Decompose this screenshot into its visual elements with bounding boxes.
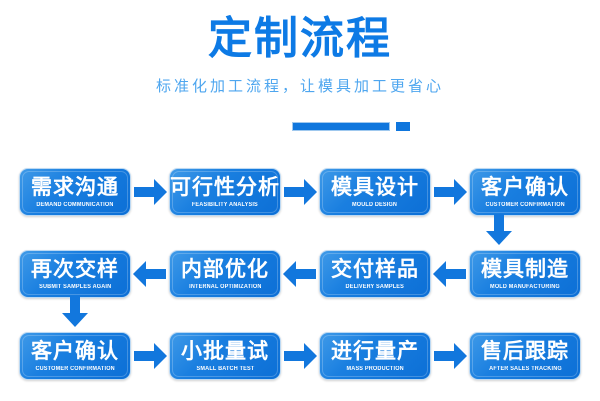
flow-node-after-sales-tracking[interactable]: 售后跟踪 AFTER SALES TRACKING — [469, 332, 581, 380]
flow-node-mold-manufacturing[interactable]: 模具制造 MOLD MANUFACTURING — [469, 250, 581, 298]
flow-node-label-cn: 客户确认 — [481, 174, 569, 199]
page-title: 定制流程 — [208, 13, 392, 64]
flow-node-small-batch-test[interactable]: 小批量试 SMALL BATCH TEST — [169, 332, 281, 380]
flow-row-2: 再次交样 SUBMIT SAMPLES AGAIN 内部优化 INTERNAL … — [0, 248, 600, 300]
flow-node-label-cn: 可行性分析 — [170, 174, 280, 199]
arrow-down-icon — [486, 214, 512, 246]
flow-node-delivery-samples[interactable]: 交付样品 DELIVERY SAMPLES — [319, 250, 431, 298]
arrow-left-icon — [281, 261, 319, 287]
arrow-right-icon — [131, 179, 169, 205]
arrow-right-icon — [281, 179, 319, 205]
arrow-right-icon — [281, 343, 319, 369]
flow-node-label-en: FEASIBILITY ANALYSIS — [191, 201, 259, 208]
flow-node-label-en: MOLD MANUFACTURING — [490, 283, 560, 290]
arrow-left-icon — [131, 261, 169, 287]
flow-node-label-en: CUSTOMER CONFIRMATION — [485, 201, 565, 208]
flow-node-label-en: SMALL BATCH TEST — [196, 365, 254, 372]
flow-node-label-cn: 模具设计 — [331, 174, 419, 199]
flow-node-internal-optimization[interactable]: 内部优化 INTERNAL OPTIMIZATION — [169, 250, 281, 298]
flow-node-feasibility-analysis[interactable]: 可行性分析 FEASIBILITY ANALYSIS — [169, 168, 281, 216]
arrow-down-icon — [62, 296, 88, 328]
flow-node-submit-samples-again[interactable]: 再次交样 SUBMIT SAMPLES AGAIN — [19, 250, 131, 298]
flow-node-label-cn: 再次交样 — [31, 256, 119, 281]
flow-node-label-cn: 进行量产 — [331, 338, 419, 363]
divider-bar — [292, 122, 390, 131]
flow-node-label-en: MOULD DESIGN — [352, 201, 398, 208]
header: 定制流程 标准化加工流程，让模具加工更省心 — [0, 0, 600, 96]
flow-node-demand-communication[interactable]: 需求沟通 DEMAND COMMUNICATION — [19, 168, 131, 216]
arrow-left-icon — [431, 261, 469, 287]
flow-node-label-en: SUBMIT SAMPLES AGAIN — [38, 283, 112, 290]
flow-node-label-en: AFTER SALES TRACKING — [488, 365, 562, 372]
flow-node-label-cn: 小批量试 — [181, 338, 269, 363]
arrow-right-icon — [431, 179, 469, 205]
flow-node-label-en: DELIVERY SAMPLES — [345, 283, 405, 290]
flow-node-label-en: INTERNAL OPTIMIZATION — [188, 283, 262, 290]
flow-node-label-cn: 内部优化 — [181, 256, 269, 281]
flow-row-3: 客户确认 CUSTOMER CONFIRMATION 小批量试 SMALL BA… — [0, 330, 600, 382]
flow-node-label-cn: 模具制造 — [481, 256, 569, 281]
flow-node-label-cn: 需求沟通 — [31, 174, 119, 199]
flow-node-customer-confirmation-1[interactable]: 客户确认 CUSTOMER CONFIRMATION — [469, 168, 581, 216]
divider-square — [396, 122, 410, 131]
flow-node-label-en: CUSTOMER CONFIRMATION — [35, 365, 115, 372]
flow-node-label-cn: 交付样品 — [331, 256, 419, 281]
flow-node-label-en: MASS PRODUCTION — [346, 365, 404, 372]
flow-node-label-cn: 售后跟踪 — [481, 338, 569, 363]
title-divider — [0, 122, 600, 132]
flow-node-mass-production[interactable]: 进行量产 MASS PRODUCTION — [319, 332, 431, 380]
flow-node-label-cn: 客户确认 — [31, 338, 119, 363]
flow-node-label-en: DEMAND COMMUNICATION — [36, 201, 114, 208]
page-subtitle: 标准化加工流程，让模具加工更省心 — [155, 77, 444, 95]
arrow-right-icon — [431, 343, 469, 369]
flow-node-customer-confirmation-2[interactable]: 客户确认 CUSTOMER CONFIRMATION — [19, 332, 131, 380]
flow-row-1: 需求沟通 DEMAND COMMUNICATION 可行性分析 FEASIBIL… — [0, 166, 600, 218]
arrow-right-icon — [131, 343, 169, 369]
flow-node-mould-design[interactable]: 模具设计 MOULD DESIGN — [319, 168, 431, 216]
